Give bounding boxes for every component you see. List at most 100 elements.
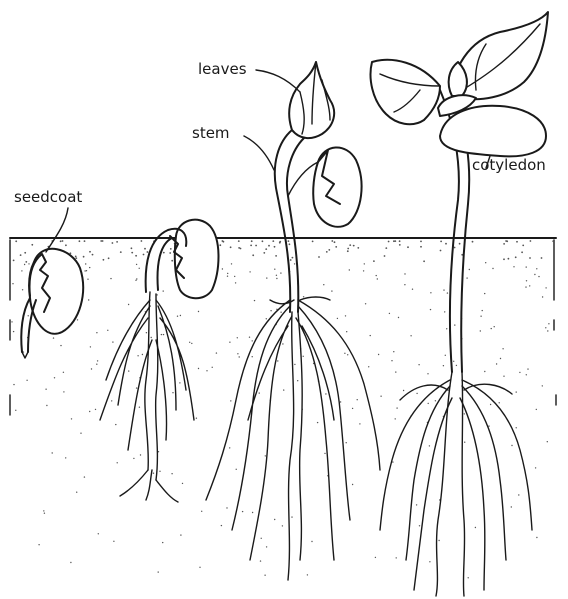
soil-dot <box>317 422 318 423</box>
soil-dot <box>140 454 141 455</box>
soil-dot <box>423 260 425 262</box>
soil-dot <box>102 240 104 242</box>
soil-dot <box>163 252 165 254</box>
soil-dot <box>172 392 173 393</box>
soil-dot <box>263 252 265 254</box>
soil-dot <box>179 382 180 383</box>
soil-dot <box>26 380 27 381</box>
soil-dot <box>169 252 171 254</box>
soil-dot <box>276 278 277 279</box>
soil-dot <box>353 245 355 247</box>
soil-dot <box>391 360 392 361</box>
soil-dot <box>503 376 504 377</box>
soil-dot <box>238 240 240 242</box>
soil-dot <box>395 418 396 419</box>
soil-dot <box>515 256 517 258</box>
soil-dot <box>456 365 457 366</box>
soil-dot <box>484 293 485 294</box>
soil-dot <box>490 404 491 405</box>
label-stem: stem <box>192 124 230 142</box>
soil-dot <box>496 363 497 364</box>
soil-dot <box>445 355 446 356</box>
soil-dot <box>331 290 332 291</box>
soil-dot <box>196 418 197 419</box>
soil-dot <box>454 247 456 249</box>
soil-dot <box>289 243 291 245</box>
soil-dot <box>395 371 396 372</box>
soil-dot <box>526 266 527 267</box>
soil-dot <box>231 263 232 264</box>
soil-dot <box>38 544 39 545</box>
soil-dot <box>500 358 501 359</box>
soil-dot <box>230 246 232 248</box>
soil-dot <box>468 577 469 578</box>
soil-dot <box>103 259 105 261</box>
soil-dot <box>252 340 253 341</box>
soil-dot <box>464 413 465 414</box>
soil-dot <box>505 240 507 242</box>
soil-dot <box>234 276 235 277</box>
soil-dot <box>15 240 17 242</box>
soil-dot <box>15 410 16 411</box>
soil-dot <box>407 246 409 248</box>
soil-dot <box>536 268 537 269</box>
soil-dot <box>98 533 99 534</box>
soil-dot <box>161 334 162 335</box>
soil-dot <box>31 244 33 246</box>
soil-dot <box>108 257 110 259</box>
soil-dot <box>404 284 405 285</box>
soil-dot <box>324 453 325 454</box>
soil-dot <box>44 513 45 514</box>
soil-dot <box>542 296 543 297</box>
soil-dot <box>472 241 474 243</box>
soil-dot <box>135 255 137 257</box>
soil-texture <box>11 240 554 578</box>
soil-dot <box>53 337 54 338</box>
soil-dot <box>88 299 89 300</box>
soil-dot <box>236 469 237 470</box>
soil-dot <box>254 300 255 301</box>
soil-dot <box>340 401 341 402</box>
soil-dot <box>111 400 112 401</box>
soil-dot <box>488 425 489 426</box>
soil-dot <box>157 294 158 295</box>
soil-dot <box>410 335 411 336</box>
soil-dot <box>303 356 304 357</box>
soil-dot <box>12 283 13 284</box>
soil-dot <box>420 246 422 248</box>
soil-dot <box>274 246 276 248</box>
soil-dot <box>345 315 346 316</box>
soil-dot <box>24 252 26 254</box>
stage-1-radicle <box>21 298 36 352</box>
soil-dot <box>142 354 143 355</box>
soil-dot <box>177 316 178 317</box>
soil-dot <box>419 525 420 526</box>
soil-dot <box>416 393 417 394</box>
soil-dot <box>445 243 447 245</box>
soil-dot <box>252 356 253 357</box>
soil-dot <box>283 389 284 390</box>
soil-dot <box>529 285 530 286</box>
soil-dot <box>272 240 274 242</box>
soil-dot <box>89 267 90 268</box>
soil-dot <box>352 484 353 485</box>
soil-dot <box>153 473 154 474</box>
soil-dot <box>137 355 138 356</box>
soil-dot <box>529 257 531 259</box>
soil-dot <box>158 451 159 452</box>
soil-dot <box>526 374 527 375</box>
soil-dot <box>552 240 554 242</box>
soil-dot <box>447 292 448 293</box>
soil-dot <box>22 289 23 290</box>
soil-dot <box>396 557 397 558</box>
soil-dot <box>255 245 257 247</box>
soil-dot <box>502 348 503 349</box>
soil-dot <box>227 273 228 274</box>
label-cotyledon: cotyledon <box>472 156 546 174</box>
soil-dot <box>92 254 94 256</box>
soil-dot <box>420 241 422 243</box>
soil-dot <box>144 248 146 250</box>
soil-dot <box>469 269 470 270</box>
soil-dot <box>294 263 295 264</box>
